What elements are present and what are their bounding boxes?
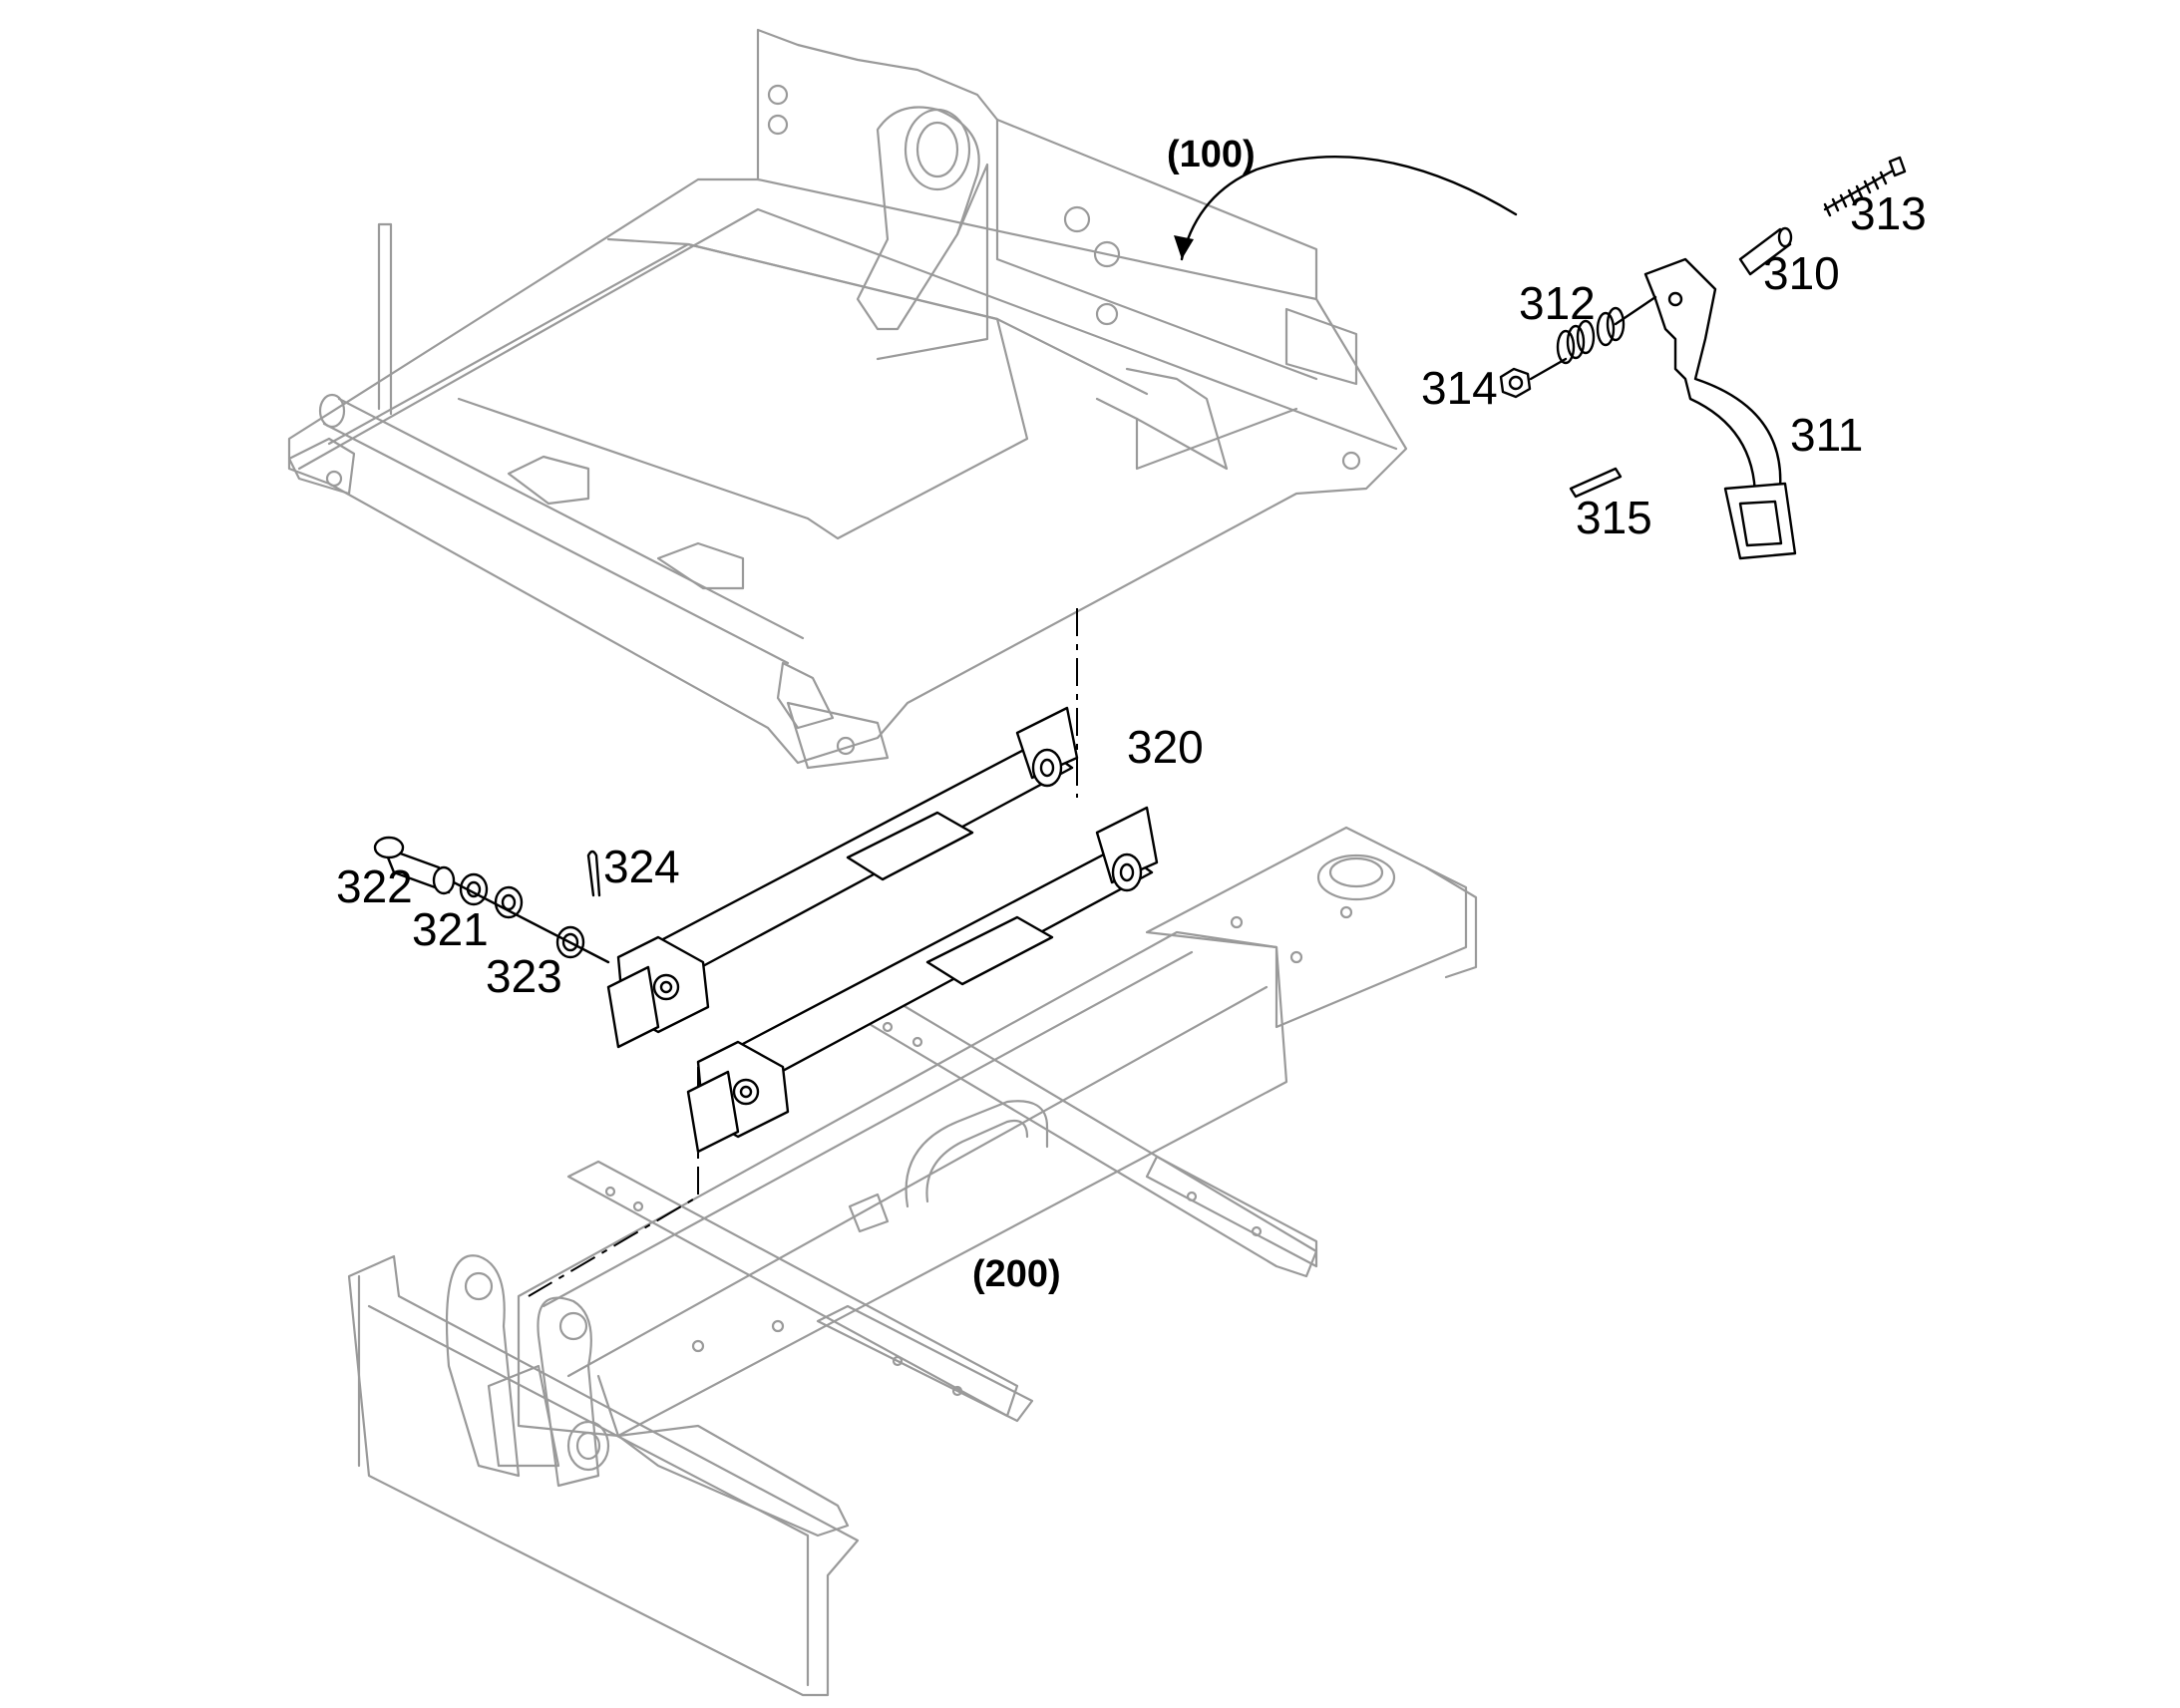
- callout-315: 315: [1576, 492, 1652, 543]
- torsion-spring-312: [1556, 295, 1657, 365]
- assembly-label-200: (200): [972, 1253, 1061, 1295]
- callout-312: 312: [1519, 277, 1596, 329]
- callout-320: 320: [1127, 721, 1204, 773]
- cylinder-pin-hardware: [373, 836, 610, 964]
- assembly-label-100: (100): [1167, 134, 1256, 175]
- callout-311: 311: [1790, 409, 1863, 461]
- assembly-labels: (100) (200): [972, 134, 1256, 1295]
- screw-thread-313: [1823, 171, 1888, 217]
- gas-spring-cylinders: [606, 706, 1159, 1154]
- assembly-centerlines: [528, 608, 1078, 1297]
- lower-frame-assembly: [347, 826, 1478, 1697]
- callout-324: 324: [603, 841, 680, 892]
- release-lever-assembly: [1499, 156, 1907, 560]
- part-callouts: 313 310 312 314 311 315 320 324 322 321 …: [336, 187, 1927, 1002]
- upper-frame-assembly: [287, 28, 1408, 770]
- callout-310: 310: [1763, 247, 1840, 299]
- callout-322: 322: [336, 860, 413, 912]
- callout-313: 313: [1850, 187, 1927, 239]
- assembly-pointer-arrow: [1174, 156, 1518, 261]
- callout-321: 321: [412, 903, 489, 955]
- callout-314: 314: [1421, 362, 1498, 414]
- callout-323: 323: [486, 950, 562, 1002]
